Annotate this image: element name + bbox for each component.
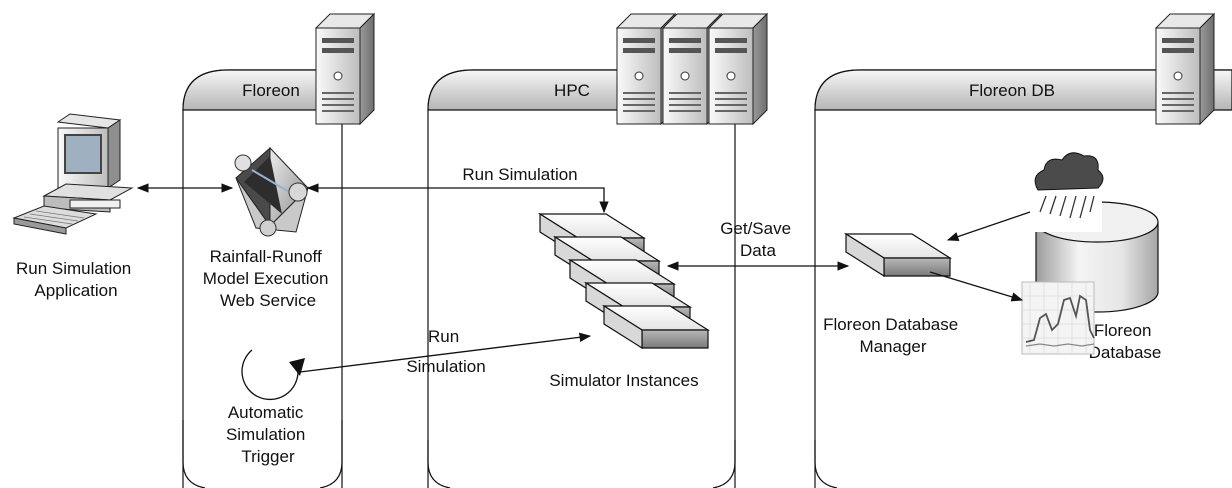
panel-floreon-title: Floreon (242, 81, 300, 100)
rain-cloud-icon (1030, 152, 1104, 232)
simulators-label: Simulator Instances (549, 371, 698, 390)
web-service-icon (234, 146, 309, 237)
panel-floreon-db-title: Floreon DB (969, 81, 1055, 100)
run-app-label: Run Simulation Application (16, 259, 136, 300)
panel-floreon-db: Floreon DB (814, 69, 1232, 488)
server-icon-floreon-db (1155, 13, 1215, 125)
edge-cloud-dbmanager (946, 211, 1031, 242)
db-manager-label: Floreon Database Manager (823, 315, 963, 356)
auto-trigger-label: Automatic Simulation Trigger (226, 403, 310, 466)
edge-run-sim-bottom-label: Run Simulation (406, 327, 485, 376)
edge-trigger-simulators (299, 332, 592, 373)
edge-get-save-label: Get/Save Data (720, 219, 796, 260)
database-label: Floreon Database (1089, 321, 1162, 362)
edge-webservice-simulators (306, 183, 609, 214)
web-service-label: Rainfall-Runoff Model Execution Web Serv… (203, 247, 333, 310)
hydrograph-icon (1021, 281, 1095, 355)
edge-dbmanager-hydrograph (929, 271, 1024, 302)
workstation-icon (12, 113, 134, 235)
server-icon-hpc-3 (708, 13, 768, 125)
panel-floreon: Floreon (182, 69, 343, 488)
edge-run-sim-top-label: Run Simulation (462, 165, 577, 184)
panel-hpc-title: HPC (554, 81, 590, 100)
server-icon-floreon (315, 13, 375, 125)
